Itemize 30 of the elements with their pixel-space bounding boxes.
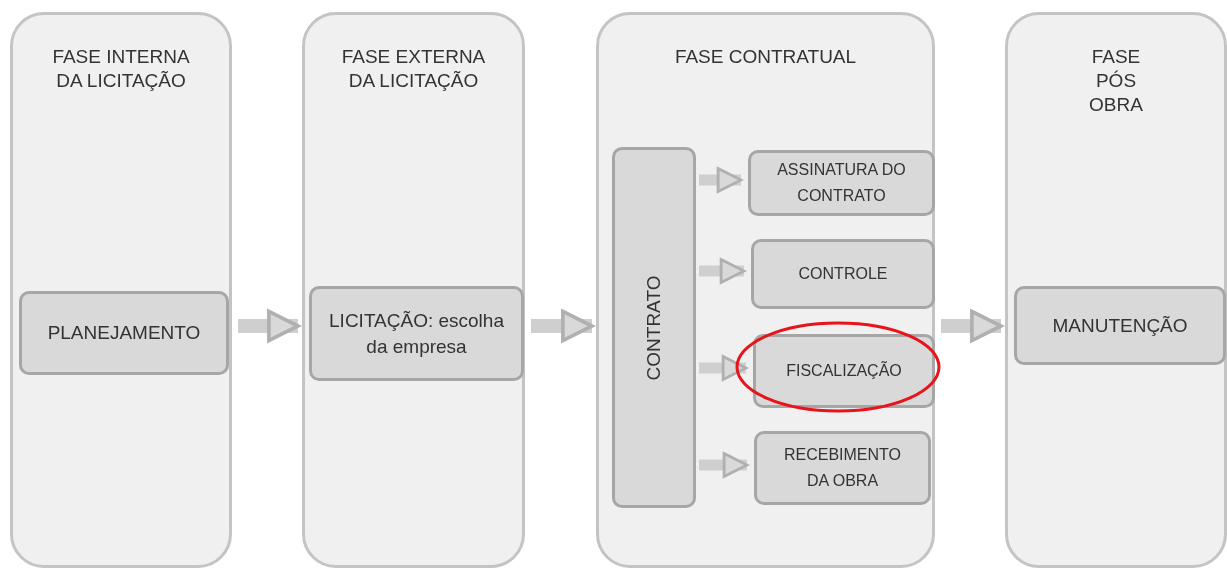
process-box <box>19 291 229 375</box>
process-box <box>754 431 931 505</box>
step-label: PLANEJAMENTO <box>46 321 202 345</box>
phase-panel <box>302 12 525 568</box>
block-arrow <box>699 258 746 284</box>
step-label: LICITAÇÃO: escolha da empresa <box>328 308 505 359</box>
phase-panel <box>1005 12 1227 568</box>
process-box <box>1014 286 1226 365</box>
step-label: ASSINATURA DO CONTRATO <box>776 160 907 206</box>
process-box <box>753 334 935 408</box>
phase-title: FASE INTERNA DA LICITAÇÃO <box>51 45 191 93</box>
block-arrow <box>699 452 749 478</box>
block-arrow <box>941 309 1003 343</box>
step-label: RECEBIMENTO DA OBRA <box>782 445 903 491</box>
process-box <box>309 286 524 381</box>
process-box <box>751 239 935 309</box>
phase-title: FASE PÓS OBRA <box>1088 45 1144 117</box>
block-arrow <box>238 309 300 343</box>
step-label: FISCALIZAÇÃO <box>785 360 903 381</box>
phase-panel <box>10 12 232 568</box>
phase-panel <box>596 12 935 568</box>
step-label: MANUTENÇÃO <box>1051 313 1189 338</box>
block-arrow <box>699 167 743 193</box>
phase-title: FASE EXTERNA DA LICITAÇÃO <box>340 45 487 93</box>
process-box <box>748 150 935 216</box>
step-label: CONTRATO <box>642 274 665 382</box>
block-arrow <box>531 309 594 343</box>
process-box <box>612 147 696 508</box>
phase-title: FASE CONTRATUAL <box>673 45 858 69</box>
step-label: CONTROLE <box>797 264 889 284</box>
